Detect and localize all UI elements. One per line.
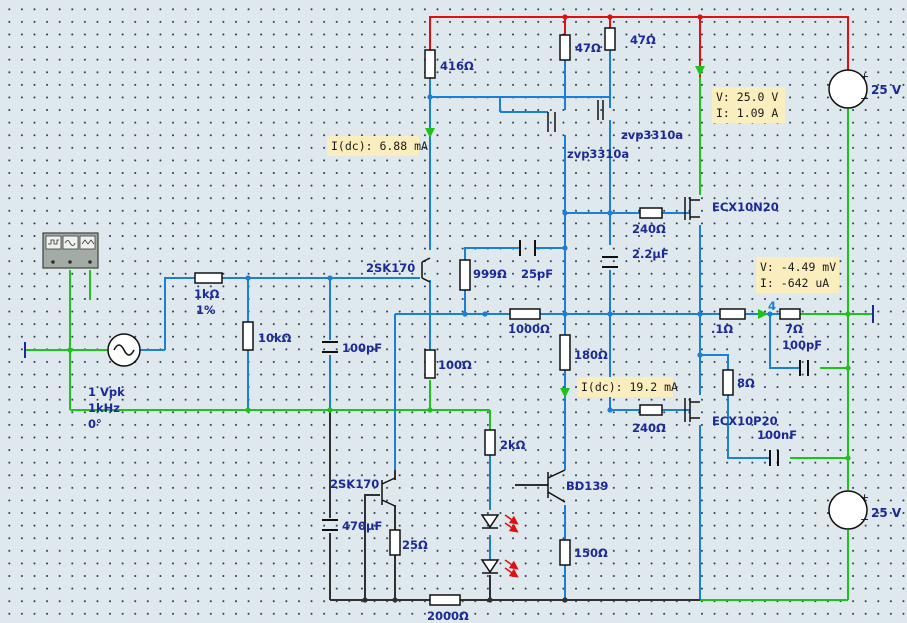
label-r-240a: 240Ω [632,222,666,236]
junction-dots-red [562,14,703,20]
junction-dots-green [67,311,851,461]
label-r-240b: 240Ω [632,421,666,435]
probe-vi-supply[interactable]: V: 25.0 V I: 1.09 A [712,87,785,123]
function-generator[interactable] [42,232,99,269]
probe-dc-current-2[interactable]: I(dc): 19.2 mA [577,377,678,397]
probe-2-line2: I: 1.09 A [716,106,778,120]
transistors[interactable] [381,100,700,507]
label-c-2u2: 2.2µF [632,247,669,261]
label-src-freq: 1kHz [88,401,120,415]
svg-text:−: − [860,513,869,526]
junction-dots-dark [362,597,568,603]
label-node-4: 4 [768,299,776,313]
label-supply-top: 25 V [871,83,902,97]
probe-1-text: I(dc): 6.88 mA [331,139,428,153]
probe-3-line1: V: -4.49 mV [760,260,836,274]
probe-vi-output[interactable]: V: -4.49 mV I: -642 uA [756,257,839,293]
label-c-470u: 470µF [342,519,382,533]
probe-3-line2: I: -642 uA [760,276,829,290]
blue-wires [140,50,800,600]
label-r-10k: 10kΩ [258,331,292,345]
label-r-0-1: .1Ω [711,322,733,336]
label-c-100n: 100nF [757,428,797,442]
label-r-2000: 2000Ω [427,609,469,623]
svg-text:−: − [860,92,869,105]
capacitors[interactable] [322,240,809,531]
label-q-2sk170-top: 2SK170 [366,261,415,275]
label-q-ecx-n: ECX10N20 [712,200,779,214]
label-r-7: 7Ω [785,322,803,336]
label-supply-bot: 25 V [871,506,902,520]
label-r-8: 8Ω [737,376,755,390]
svg-text:+: + [860,70,869,83]
label-r-416: 416Ω [440,59,474,73]
label-r-25: 25Ω [402,538,428,552]
probe-dc-current-1[interactable]: I(dc): 6.88 mA [327,136,428,156]
label-r-150: 150Ω [574,546,608,560]
label-r-47a: 47Ω [575,41,601,55]
svg-text:+: + [860,491,869,504]
resistors[interactable] [194,27,801,606]
sine-icon [113,344,135,356]
terminals [24,305,874,358]
label-c-100p-out: 100pF [782,338,822,352]
label-r-180: 180Ω [574,348,608,362]
junction-dots [245,94,773,413]
label-r-100: 100Ω [438,358,472,372]
component-labels: 416Ω 47Ω 47Ω zvp3310a zvp3310a ECX10N20 … [88,33,902,623]
label-r-2k: 2kΩ [500,438,526,452]
probe-4-text: I(dc): 19.2 mA [581,380,678,394]
probe-2-line1: V: 25.0 V [716,90,778,104]
label-c-25p: 25pF [521,267,553,281]
label-src-amp: 1 Vpk [88,385,125,399]
label-c-100p-in: 100pF [342,341,382,355]
probe-arrows [425,66,768,398]
label-r-1k: 1kΩ [194,287,220,301]
label-r-999: 999Ω [473,267,507,281]
label-r-1k-tol: 1% [196,303,216,317]
green-wires [25,77,873,601]
label-q-zvp-right: zvp3310a [621,128,683,142]
dark-ground-wires [329,410,700,601]
label-q-zvp-left: zvp3310a [567,147,629,161]
label-q-bd139: BD139 [566,479,608,493]
supplies[interactable] [107,69,868,530]
label-r-47b: 47Ω [630,33,656,47]
label-q-2sk170-bot: 2SK170 [330,477,379,491]
label-src-phase: 0° [88,417,102,431]
label-r-1000: 1000Ω [508,322,550,336]
label-q-ecx-p: ECX10P20 [712,414,778,428]
supply-signs: + − + − [860,70,869,526]
leds[interactable] [480,514,519,578]
